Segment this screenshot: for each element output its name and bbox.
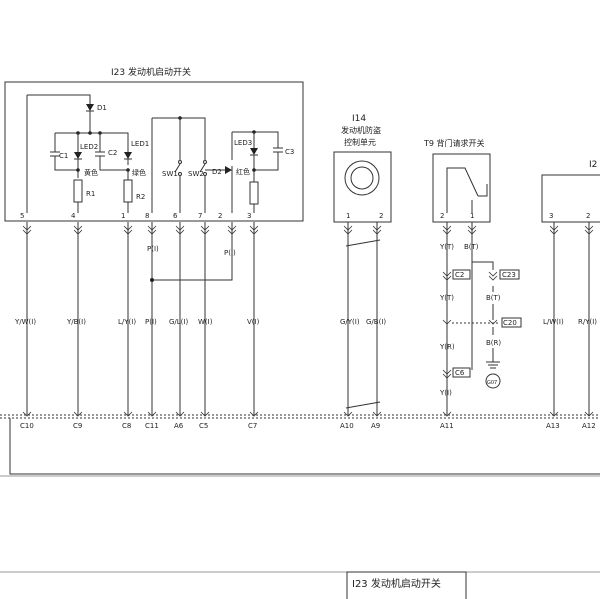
d1-label: D1 [97, 104, 107, 112]
wire-label-a12: R/Y(I) [578, 318, 597, 326]
pin-a12: A12 [582, 422, 596, 430]
pin-a6: A6 [174, 422, 184, 430]
led2-label: LED2 [80, 143, 98, 151]
c1-label: C1 [59, 152, 68, 160]
t9-pin-1: 1 [470, 212, 474, 220]
led2-icon [74, 152, 82, 159]
wire-group [26, 222, 590, 415]
d1-diode-icon [86, 104, 94, 111]
pin-c10: C10 [20, 422, 34, 430]
i23-title: I23 发动机启动开关 [111, 66, 191, 78]
d2-color: 红色 [236, 167, 250, 176]
led1-icon [124, 152, 132, 159]
bottom-pin-labels: C10 C9 C8 C11 A6 C5 C7 A10 A9 A11 A13 A1… [20, 422, 596, 430]
i14-id: I14 [352, 114, 366, 124]
i14-pin-2: 2 [379, 212, 383, 220]
i2x-pin-3: 3 [549, 212, 553, 220]
pin-a10: A10 [340, 422, 354, 430]
sw2-label: SW2 [188, 170, 204, 178]
led3-label: LED3 [234, 139, 252, 147]
t9-wire-r2: B(T) [486, 294, 501, 302]
i23-pin-8: 8 [145, 212, 149, 220]
ground-label: G07 [487, 380, 497, 386]
i23-pin-7: 7 [198, 212, 202, 220]
i2x-box [541, 174, 600, 223]
conn-c6: C6 [455, 369, 465, 377]
wire-label-a6: G/L(I) [169, 318, 188, 326]
i23-box [4, 81, 304, 222]
module-frame-upper [9, 418, 600, 475]
pin-a9: A9 [371, 422, 380, 430]
wire-label-c9: Y/B(I) [66, 318, 86, 326]
pin-c8: C8 [122, 422, 131, 430]
conn-c20: C20 [503, 319, 517, 327]
i23-pin-1: 1 [121, 212, 125, 220]
pin-a11: A11 [440, 422, 454, 430]
led3-icon [250, 148, 258, 155]
pin-a13: A13 [546, 422, 560, 430]
i14-box [333, 151, 392, 223]
t9-wire-l3: Y(R) [439, 343, 455, 351]
t9-wire-l2: Y(T) [439, 294, 454, 302]
t9-title: T9 背门请求开关 [423, 138, 485, 148]
t9-wire-r3: B(R) [486, 339, 501, 347]
splice-label-1: P(I) [147, 245, 159, 253]
bottom-connector [0, 411, 600, 419]
pin-chevrons [22, 225, 594, 235]
i23-pin-2: 2 [218, 212, 222, 220]
splice-label-2: P(I) [224, 249, 236, 257]
r1-label: R1 [86, 190, 95, 198]
r2-resistor [123, 179, 133, 203]
i23-pin-6: 6 [173, 212, 178, 220]
d2-label: D2 [212, 168, 222, 176]
i2x-title: I2 [589, 160, 597, 170]
t9-wire-l4: Y(I) [439, 389, 452, 397]
wire-labels: Y/W(I) Y/B(I) L/Y(I) P(I) G/L(I) W(I) V(… [14, 318, 597, 326]
wire-label-c10: Y/W(I) [14, 318, 36, 326]
r2-label: R2 [136, 193, 145, 201]
pin-c11: C11 [145, 422, 159, 430]
i23-pin-4: 4 [71, 212, 76, 220]
c3-label: C3 [285, 148, 294, 156]
t9-box [432, 153, 491, 223]
t9-wire-l1: Y(T) [439, 243, 454, 251]
wire-label-a13: L/W(I) [543, 318, 564, 326]
i14-pin-1: 1 [346, 212, 350, 220]
led1-color: 绿色 [132, 168, 146, 177]
i23-pin-3: 3 [247, 212, 251, 220]
led2-color: 黄色 [84, 168, 98, 177]
wire-label-c7: V(I) [247, 318, 260, 326]
wire-label-c11: P(I) [145, 318, 157, 326]
footer-title-box [346, 571, 467, 599]
wire-label-c8: L/Y(I) [118, 318, 136, 326]
wire-label-a9: G/B(I) [366, 318, 386, 326]
footer-title: I23 发动机启动开关 [352, 577, 441, 590]
i14-name-2: 控制单元 [344, 137, 376, 147]
t9-pin-2: 2 [440, 212, 444, 220]
d2-diode-icon [225, 166, 232, 174]
sw1-label: SW1 [162, 170, 178, 178]
t9-wire-r1: B(T) [464, 243, 479, 251]
wire-label-c5: W(I) [198, 318, 213, 326]
i14-name-1: 发动机防盗 [341, 125, 381, 135]
i23-pin-5: 5 [20, 212, 24, 220]
wire-label-a10: G/Y(I) [340, 318, 360, 326]
led1-label: LED1 [131, 140, 149, 148]
pin-c5: C5 [199, 422, 208, 430]
pin-c7: C7 [248, 422, 257, 430]
r1-resistor [73, 179, 83, 203]
pin-c9: C9 [73, 422, 82, 430]
conn-c23: C23 [502, 271, 516, 279]
conn-c2: C2 [455, 271, 464, 279]
i2x-pin-2: 2 [586, 212, 590, 220]
t9-wiring: Y(T) Y(T) Y(R) Y(I) B(T) B(T) B(R) C2 C2… [439, 243, 522, 397]
c2-label: C2 [108, 149, 117, 157]
